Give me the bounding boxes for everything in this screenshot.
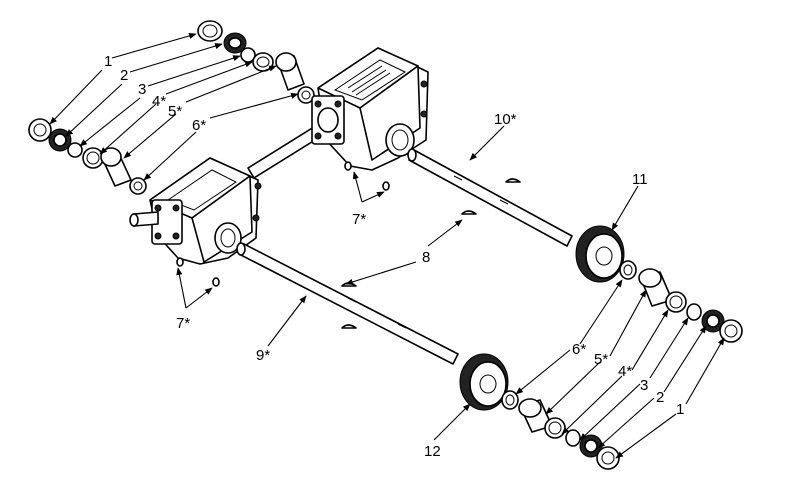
leader-lines <box>49 32 725 459</box>
key-8-upper-a <box>505 178 521 183</box>
ring-3-lower-bottom <box>565 429 581 447</box>
callout-4-lower: 4* <box>618 363 632 380</box>
washer-4-lower-bottom <box>544 417 566 439</box>
set-screw-7-a <box>344 161 352 171</box>
ring-6-upper-left <box>129 177 147 195</box>
ring-3-lower-top <box>686 303 702 321</box>
sleeve-5-upper-top <box>275 52 305 91</box>
shaft-10 <box>407 148 573 247</box>
washer-1-lower-bottom <box>596 446 620 470</box>
washer-4-lower-top <box>665 291 687 313</box>
bearing-2-upper-top <box>223 32 247 54</box>
key-8-lower-b <box>341 324 357 329</box>
washer-1-upper-left <box>28 118 52 142</box>
ring-3-upper-left <box>67 142 83 158</box>
key-8-upper-b <box>461 210 477 215</box>
washer-4-upper-left <box>82 147 104 169</box>
sleeve-5-lower-top <box>638 268 673 307</box>
washer-1-lower-top <box>719 319 743 343</box>
callout-7-right: 7* <box>352 211 366 228</box>
callout-6-lower: 6* <box>572 341 586 358</box>
callout-4-upper: 4* <box>152 93 166 110</box>
set-screw-7-b <box>382 181 390 191</box>
callout-9: 9* <box>256 347 270 364</box>
sleeve-5-upper-left <box>100 147 132 187</box>
callout-10: 10* <box>494 111 517 128</box>
callout-3-lower: 3 <box>640 377 648 394</box>
callout-11: 11 <box>632 171 648 188</box>
gear-11 <box>575 225 625 283</box>
bearing-2-lower-top <box>701 309 725 333</box>
shaft-9 <box>236 242 459 365</box>
callout-2-upper: 2 <box>120 67 128 84</box>
gearbox-right <box>311 47 429 171</box>
callout-5-lower: 5* <box>594 351 608 368</box>
callout-6-upper: 6* <box>192 117 206 134</box>
set-screw-7-d <box>212 277 220 287</box>
callout-2-lower: 2 <box>656 389 664 406</box>
set-screw-7-c <box>176 257 184 267</box>
callout-1-upper: 1 <box>104 53 112 70</box>
callout-5-upper: 5* <box>168 103 182 120</box>
callout-12: 12 <box>424 443 441 460</box>
gear-12 <box>459 353 509 411</box>
gearbox-left <box>129 157 262 265</box>
callout-1-lower: 1 <box>676 401 684 418</box>
sleeve-5-lower-bottom <box>518 398 553 433</box>
washer-1-upper-top <box>197 20 223 42</box>
ring-6-lower-bottom <box>501 390 519 410</box>
callout-7-left: 7* <box>176 315 190 332</box>
callout-3-upper: 3 <box>138 81 146 98</box>
callout-8: 8 <box>422 249 430 266</box>
ring-6-lower-top <box>619 260 637 280</box>
